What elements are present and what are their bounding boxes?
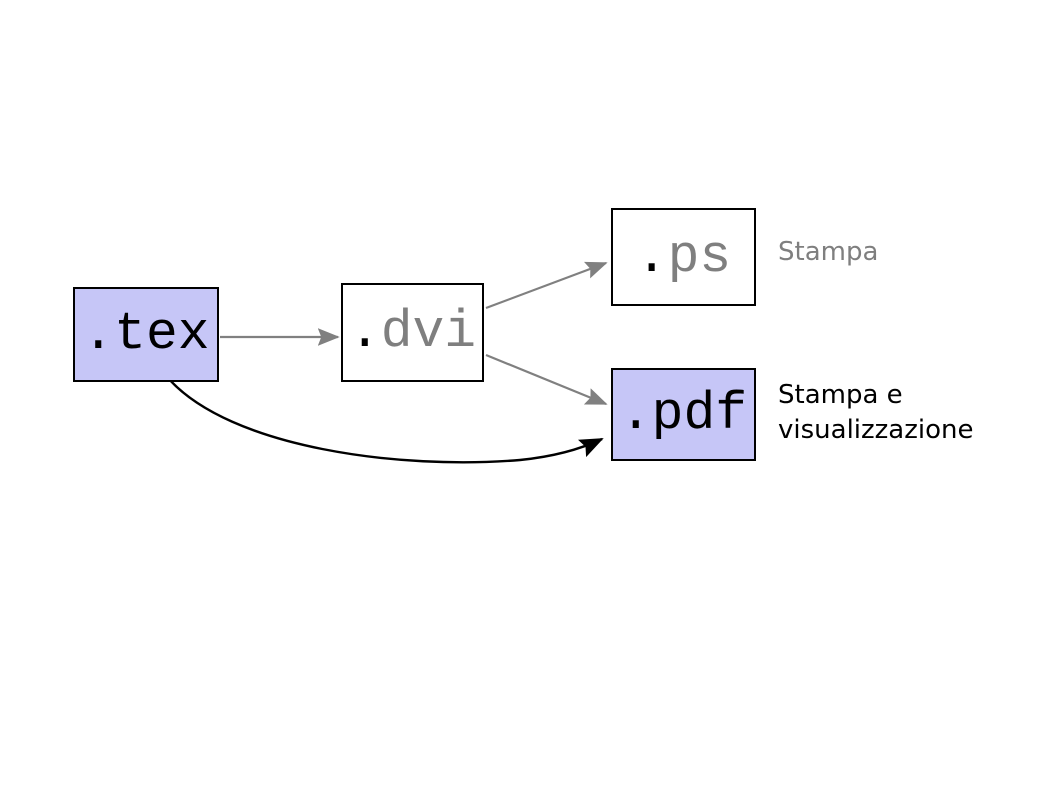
edge-dvi-to-ps: [485, 261, 608, 310]
node-tex-label: .tex: [82, 304, 210, 364]
node-ps-label: .ps: [635, 226, 732, 287]
node-label-dot: .: [348, 302, 381, 362]
node-dvi[interactable]: .dvi: [341, 283, 484, 382]
node-tex[interactable]: .tex: [73, 287, 219, 382]
edge-dvi-to-pdf: [485, 353, 608, 406]
node-ps[interactable]: .ps: [611, 208, 756, 306]
node-label-dot: .: [635, 226, 668, 287]
caption-pdf: Stampa e visualizzazione: [778, 380, 974, 445]
node-pdf-label: .pdf: [619, 384, 748, 444]
node-dvi-label: .dvi: [348, 302, 477, 362]
caption-ps: Stampa: [778, 237, 879, 267]
node-pdf[interactable]: .pdf: [611, 368, 756, 461]
edge-tex-to-pdf: [167, 377, 604, 464]
